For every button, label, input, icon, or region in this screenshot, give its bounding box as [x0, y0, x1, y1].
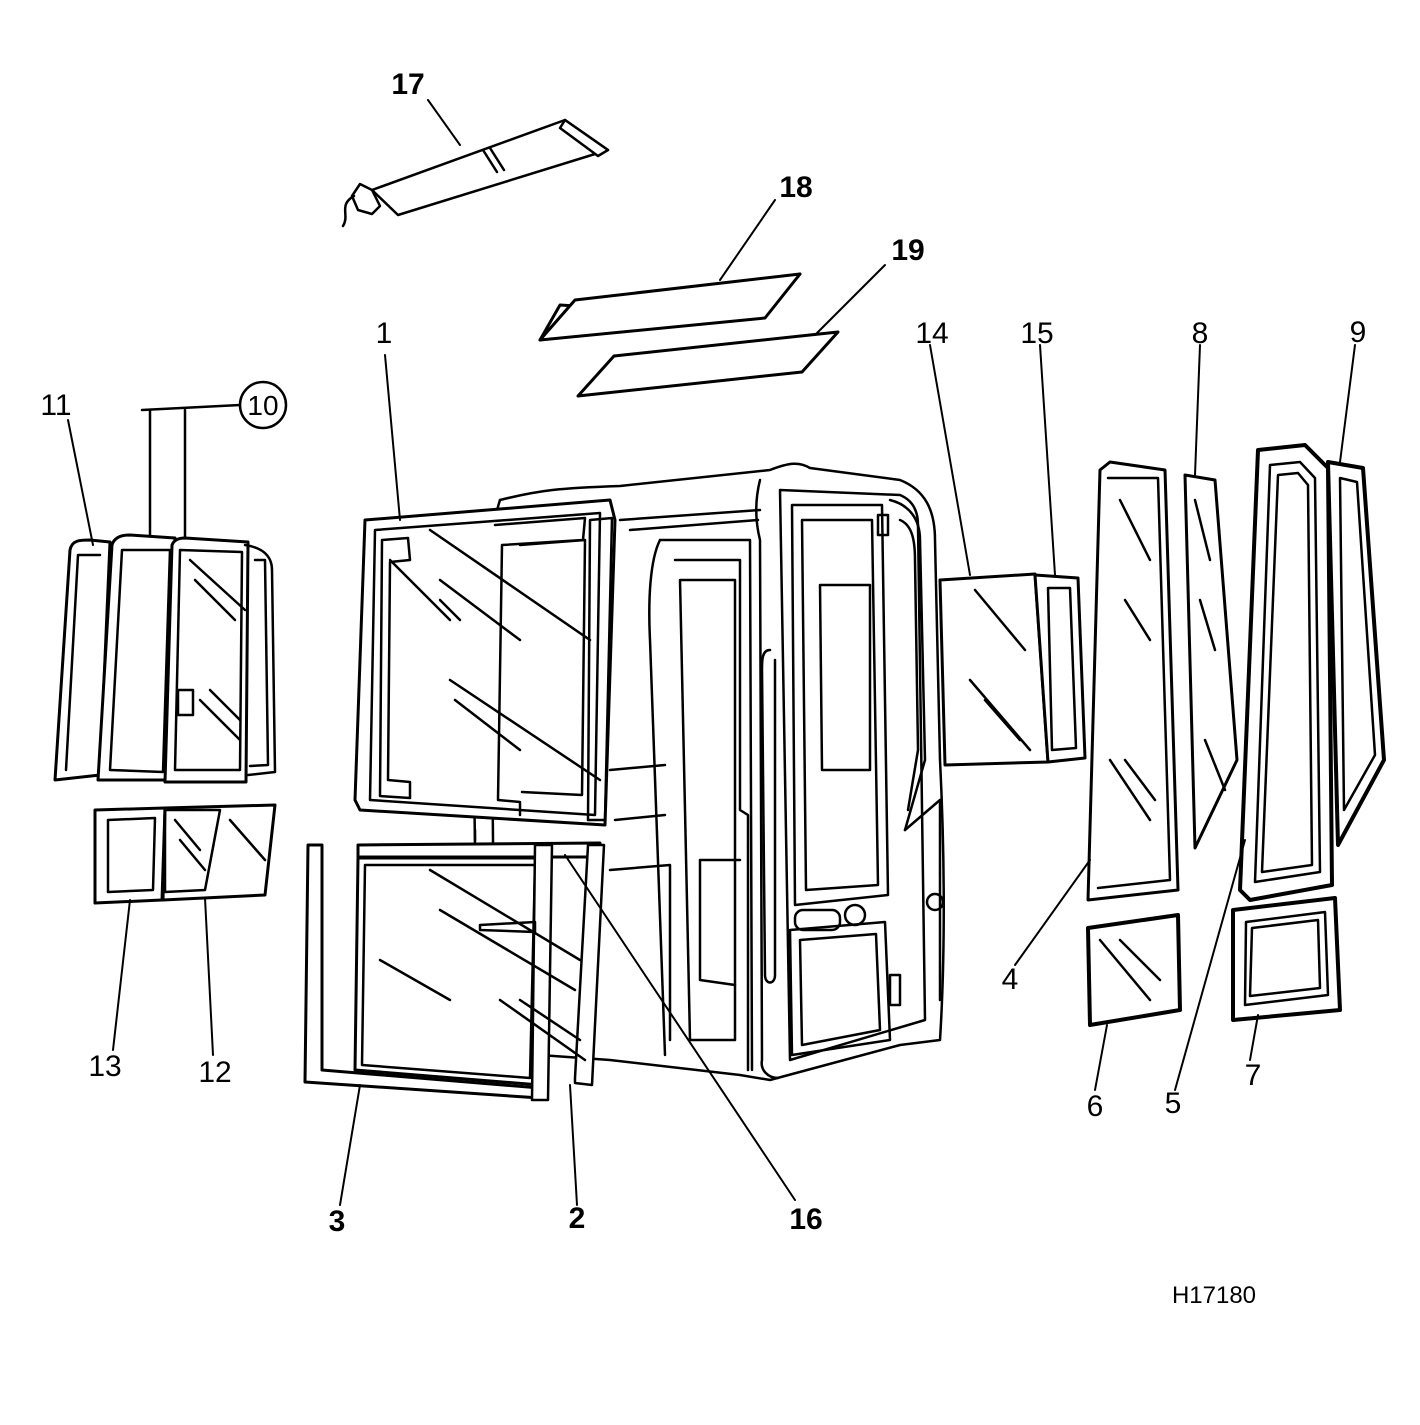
- label-part-6: 6: [1086, 1090, 1104, 1123]
- label-part-2: 2: [568, 1202, 586, 1235]
- label-part-11: 11: [40, 389, 72, 422]
- label-part-3: 3: [328, 1205, 346, 1238]
- part-11-rear-seal: [55, 540, 110, 780]
- part-2-lower-windscreen: [355, 845, 604, 1100]
- label-part-15: 15: [1020, 317, 1054, 350]
- label-part-13: 13: [88, 1050, 122, 1083]
- label-part-1: 1: [375, 317, 393, 350]
- cab-body: [470, 464, 944, 1080]
- label-part-9: 9: [1349, 316, 1367, 349]
- part-8-narrow-glass: [1185, 475, 1237, 848]
- label-part-12: 12: [198, 1056, 232, 1089]
- label-part-14: 14: [915, 317, 949, 350]
- part-1-upper-windscreen: [355, 500, 615, 825]
- label-part-4: 4: [1001, 963, 1019, 996]
- part-18-roof-glass: [540, 274, 800, 340]
- part-4-side-glass: [1088, 462, 1178, 900]
- part-13-small-window-seal: [95, 808, 165, 903]
- label-part-19: 19: [891, 234, 925, 267]
- figure-reference-code: H17180: [1171, 1282, 1257, 1309]
- part-9-window-seal: [1328, 462, 1384, 845]
- part-15-side-glass-seal: [1035, 575, 1085, 762]
- part-6-small-glass: [1088, 915, 1180, 1025]
- part-5-window-seal: [1240, 445, 1332, 900]
- part-10-rear-window-assembly: [98, 405, 275, 782]
- leader-lines: [68, 100, 1355, 1205]
- part-14-side-glass: [940, 574, 1048, 765]
- label-part-7: 7: [1244, 1059, 1262, 1092]
- label-part-5: 5: [1164, 1087, 1182, 1120]
- part-19-roof-glass: [578, 332, 838, 396]
- label-part-18: 18: [779, 171, 813, 204]
- part-12-small-window-glass: [163, 805, 275, 900]
- part-7-small-window-seal: [1233, 898, 1340, 1020]
- label-part-17: 17: [391, 68, 425, 101]
- part-10-callout-circle: [240, 382, 286, 428]
- part-17-sealant-tube: [0, 0, 608, 300]
- label-part-16: 16: [789, 1203, 823, 1236]
- label-part-10: 10: [247, 390, 279, 421]
- part-16-glass-seal: [358, 830, 600, 857]
- label-part-8: 8: [1191, 317, 1209, 350]
